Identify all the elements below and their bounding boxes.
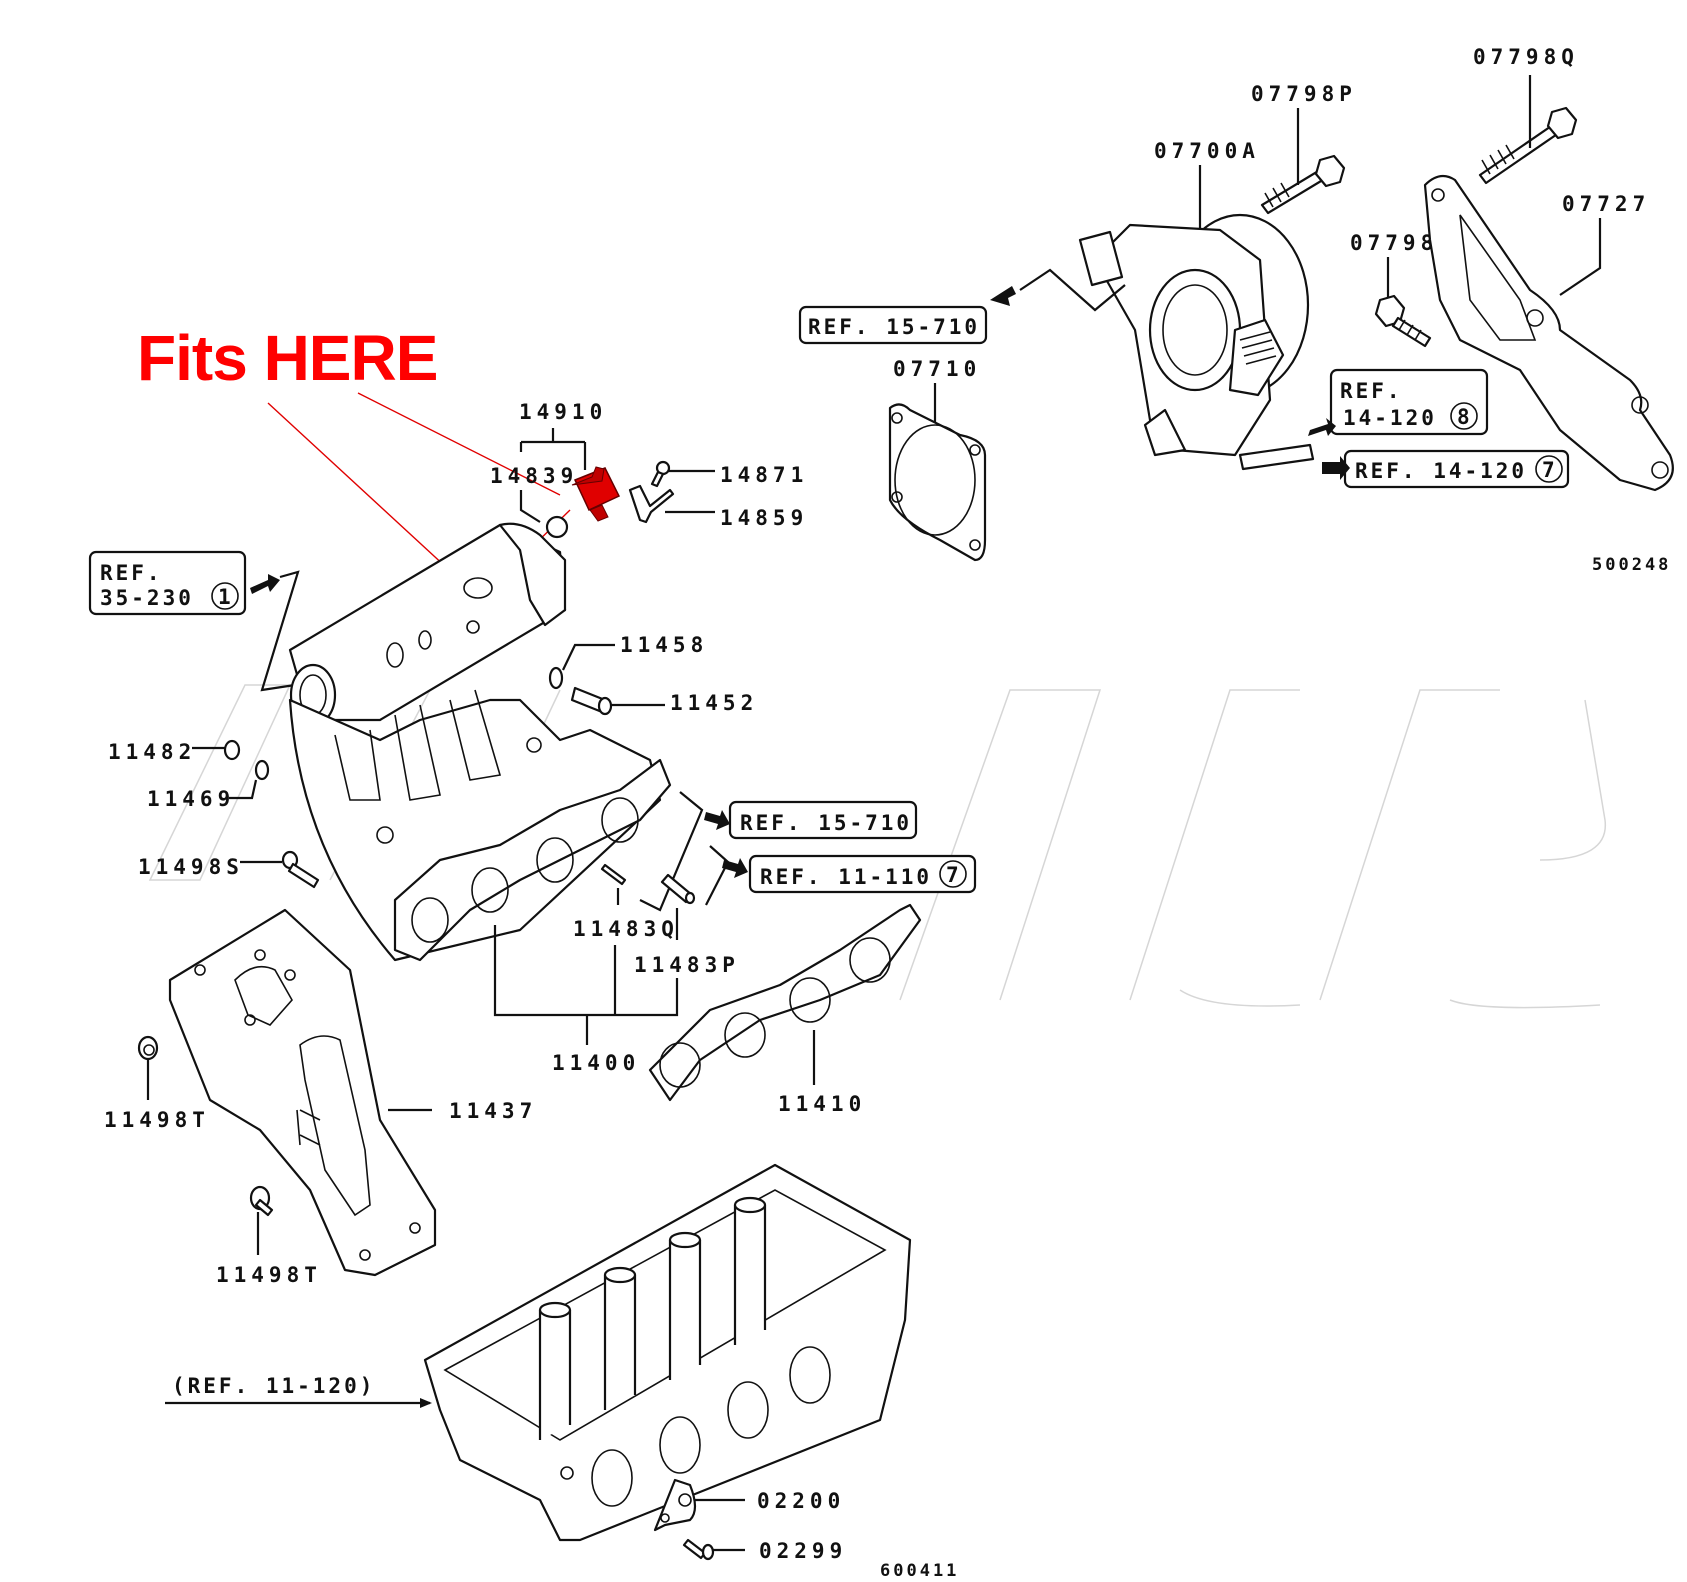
bolt-07798[interactable] xyxy=(1374,294,1432,348)
label-11452[interactable]: 11452 xyxy=(670,691,758,715)
ref-11-110-circle: 7 xyxy=(946,863,962,887)
ref-14-120-8-circle: 8 xyxy=(1457,405,1473,429)
cylinder-head xyxy=(423,1163,912,1542)
label-14859[interactable]: 14859 xyxy=(720,506,808,530)
label-14839[interactable]: 14839 xyxy=(490,464,578,488)
pin-11483Q[interactable] xyxy=(600,863,627,886)
ref-14-120-8-line1[interactable]: REF. xyxy=(1340,379,1403,403)
ref-11-110[interactable]: REF. 11-110 xyxy=(760,865,932,889)
label-11437[interactable]: 11437 xyxy=(449,1099,537,1123)
bolt-07798P[interactable] xyxy=(1260,154,1346,215)
ref-box-11-110[interactable] xyxy=(748,854,977,894)
label-14871[interactable]: 14871 xyxy=(720,463,808,487)
bolt-14871[interactable] xyxy=(650,460,671,488)
label-02200[interactable]: 02200 xyxy=(757,1489,845,1513)
callout-arrow-2 xyxy=(267,402,461,581)
ref-14-120-7[interactable]: REF. 14-120 xyxy=(1355,459,1527,483)
label-11498T-upper[interactable]: 11498T xyxy=(104,1108,210,1132)
label-02299[interactable]: 02299 xyxy=(759,1539,847,1563)
circle-7-top xyxy=(1535,455,1563,483)
bolt-07798Q[interactable] xyxy=(1478,106,1578,185)
label-11400[interactable]: 11400 xyxy=(552,1051,640,1075)
label-11483Q[interactable]: 11483Q xyxy=(573,917,679,941)
nut-11469[interactable] xyxy=(254,759,270,781)
sensor-11452[interactable] xyxy=(570,686,613,716)
label-11469[interactable]: 11469 xyxy=(147,787,235,811)
ref-box-14-120-8[interactable] xyxy=(1329,368,1489,436)
pin-11483P[interactable] xyxy=(660,873,696,905)
ref-box-35-230[interactable] xyxy=(88,550,247,616)
label-07798Q[interactable]: 07798Q xyxy=(1473,45,1579,69)
circle-1 xyxy=(211,582,239,610)
label-07798P[interactable]: 07798P xyxy=(1251,82,1357,106)
label-11482[interactable]: 11482 xyxy=(108,740,196,764)
gasket-07710[interactable] xyxy=(888,403,987,562)
throttle-body-07700A[interactable] xyxy=(1078,213,1315,471)
ref-box-15-710-top[interactable] xyxy=(798,305,988,345)
stay-11437[interactable] xyxy=(168,908,437,1277)
bracket-07727[interactable] xyxy=(1423,174,1674,492)
label-11483P[interactable]: 11483P xyxy=(634,953,740,977)
label-07700A[interactable]: 07700A xyxy=(1154,139,1260,163)
o-ring-14839[interactable] xyxy=(545,515,569,539)
sensor-14910-highlighted[interactable] xyxy=(571,466,621,522)
bolt-11498T-lower[interactable] xyxy=(249,1185,274,1217)
bracket-02200[interactable] xyxy=(653,1478,697,1532)
label-14910[interactable]: 14910 xyxy=(519,400,607,424)
callout-fits-here: Fits HERE xyxy=(137,322,437,394)
nut-11482[interactable] xyxy=(223,739,241,761)
ref-35-230-line2[interactable]: 35-230 xyxy=(100,586,194,610)
ref-14-120-8-line2[interactable]: 14-120 xyxy=(1343,406,1437,430)
diagram-id-bottom: 600411 xyxy=(880,1561,959,1581)
ref-35-230-line1[interactable]: REF. xyxy=(100,561,163,585)
label-11410[interactable]: 11410 xyxy=(778,1092,866,1116)
ref-15-710-top[interactable]: REF. 15-710 xyxy=(808,315,980,339)
ref-box-15-710-mid[interactable] xyxy=(728,800,918,840)
ref-35-230-circle: 1 xyxy=(218,585,234,609)
ref-14-120-7-circle: 7 xyxy=(1542,458,1558,482)
bolt-02299[interactable] xyxy=(682,1538,715,1561)
gasket-11410[interactable] xyxy=(648,903,922,1102)
diagram-id-top: 500248 xyxy=(1592,555,1671,575)
label-11498S[interactable]: 11498S xyxy=(138,855,244,879)
washer-11458[interactable] xyxy=(548,666,564,690)
label-07710[interactable]: 07710 xyxy=(893,357,981,381)
callout-arrow-1 xyxy=(357,392,561,496)
circle-7-mid xyxy=(939,860,967,888)
bolt-11498T-upper[interactable] xyxy=(137,1035,159,1061)
label-11458[interactable]: 11458 xyxy=(620,633,708,657)
bolt-11498S[interactable] xyxy=(281,850,320,889)
bracket-14859[interactable] xyxy=(628,484,675,524)
label-07798[interactable]: 07798 xyxy=(1350,231,1438,255)
intake-manifold-11400[interactable] xyxy=(288,522,672,962)
circle-8 xyxy=(1450,402,1478,430)
ref-11-120[interactable]: (REF. 11-120) xyxy=(172,1374,375,1398)
ref-15-710-mid[interactable]: REF. 15-710 xyxy=(740,811,912,835)
label-07727[interactable]: 07727 xyxy=(1562,192,1650,216)
label-11498T-lower[interactable]: 11498T xyxy=(216,1263,322,1287)
